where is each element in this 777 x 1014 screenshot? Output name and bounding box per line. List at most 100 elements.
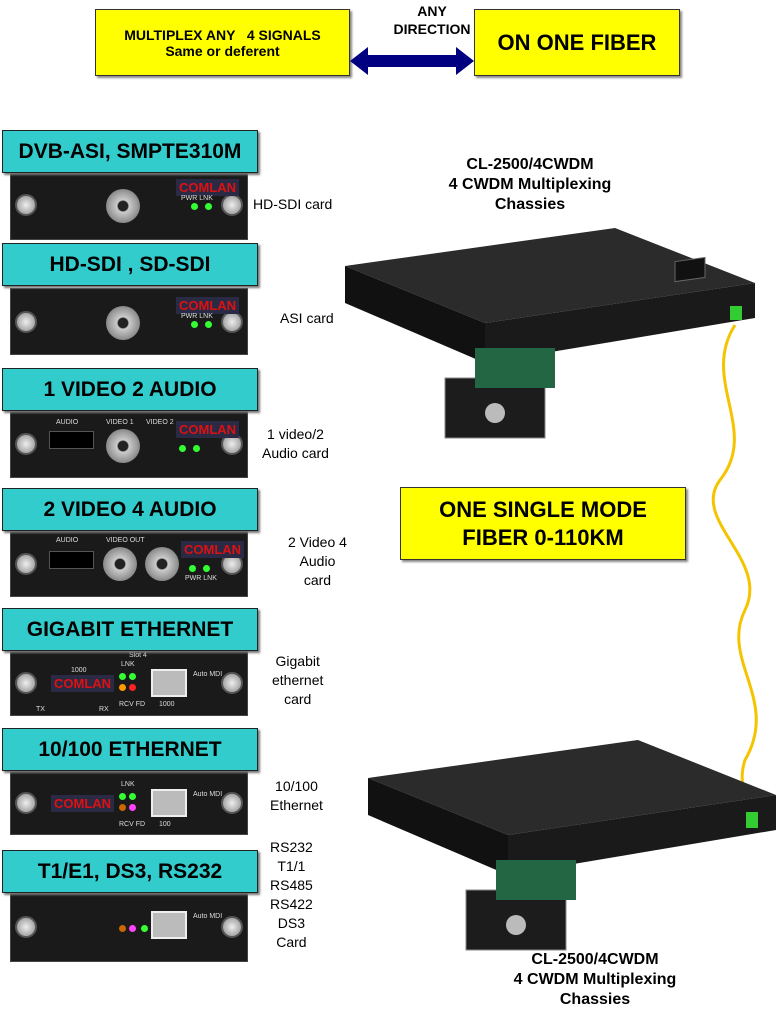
screw-icon bbox=[15, 194, 37, 216]
screw-icon bbox=[221, 194, 243, 216]
panel-label: 1000 bbox=[71, 667, 87, 674]
rj45-port-icon bbox=[151, 911, 187, 939]
led-icon bbox=[119, 684, 126, 691]
panel-label: RCV FD bbox=[119, 821, 146, 828]
panel-label: RCV FD bbox=[119, 701, 146, 708]
card-caption: HD-SDI card bbox=[253, 195, 332, 214]
caption-line: Gigabit bbox=[275, 653, 320, 669]
bnc-connector-icon bbox=[106, 305, 140, 340]
caption-line: HD-SDI card bbox=[253, 196, 333, 212]
panel-label: VIDEO OUT bbox=[106, 537, 145, 544]
led-icon bbox=[193, 445, 200, 452]
caption-line: DS3 bbox=[277, 915, 306, 931]
panel-label: Slot 4 bbox=[129, 652, 147, 659]
chassis-bottom-desc: 4 CWDM Multiplexing bbox=[513, 971, 677, 988]
led-icon bbox=[141, 925, 148, 932]
any-label: ANY bbox=[417, 3, 447, 19]
card-caption: ASI card bbox=[280, 309, 334, 328]
screw-icon bbox=[15, 310, 37, 333]
led-icon bbox=[189, 565, 196, 572]
bnc-connector-icon bbox=[106, 189, 140, 223]
panel-label: PWR LNK bbox=[181, 195, 213, 202]
led-icon bbox=[119, 925, 126, 932]
led-icon bbox=[205, 203, 212, 210]
screw-icon bbox=[15, 552, 37, 575]
card-header: GIGABIT ETHERNET bbox=[2, 608, 258, 651]
chassis-top-desc: 4 CWDM Multiplexing bbox=[448, 176, 612, 193]
led-icon bbox=[119, 673, 126, 680]
panel-label: TX bbox=[36, 706, 45, 713]
screw-icon bbox=[15, 916, 37, 938]
panel-label: Auto MDI bbox=[193, 671, 223, 678]
led-icon bbox=[119, 804, 126, 811]
comlan-logo: COMLAN bbox=[51, 795, 115, 812]
caption-line: RS422 bbox=[270, 896, 313, 912]
fiber-banner: ONE SINGLE MODE FIBER 0-110KM bbox=[400, 487, 686, 560]
panel-label: 100 bbox=[159, 821, 171, 828]
led-icon bbox=[129, 684, 136, 691]
card-caption: Gigabit ethernet card bbox=[272, 652, 323, 709]
card-header: T1/E1, DS3, RS232 bbox=[2, 850, 258, 893]
fiber-line1: ONE SINGLE MODE bbox=[439, 496, 647, 522]
led-icon bbox=[129, 925, 136, 932]
led-icon bbox=[119, 793, 126, 800]
panel-label: 1000 bbox=[159, 701, 175, 708]
led-icon bbox=[179, 445, 186, 452]
comlan-logo: COMLAN bbox=[176, 421, 240, 438]
panel-label: PWR LNK bbox=[181, 313, 213, 320]
multiplex-text: MULTIPLEX ANY 4 SIGNALS bbox=[124, 26, 321, 43]
screw-icon bbox=[15, 791, 37, 814]
panel-label: Auto MDI bbox=[193, 791, 223, 798]
screw-icon bbox=[221, 672, 243, 694]
comlan-logo: COMLAN bbox=[181, 541, 245, 558]
panel-label: VIDEO 1 bbox=[106, 419, 134, 426]
caption-line: T1/1 bbox=[277, 858, 306, 874]
panel-label: PWR LNK bbox=[185, 575, 217, 582]
caption-line: 10/100 bbox=[275, 778, 318, 794]
one-fiber-text: ON ONE FIBER bbox=[497, 29, 657, 55]
caption-line: Audio card bbox=[262, 445, 329, 461]
screw-icon bbox=[15, 433, 37, 455]
chassis-top-desc2: Chassies bbox=[494, 196, 566, 213]
chassis-bottom-model: CL-2500/4CWDM bbox=[531, 951, 659, 968]
caption-line: card bbox=[284, 691, 312, 707]
panel-label: Auto MDI bbox=[193, 913, 223, 920]
any-direction-label: ANY DIRECTION bbox=[372, 2, 492, 38]
panel-label: VIDEO 2 bbox=[146, 419, 174, 426]
panel-label: LNK bbox=[121, 661, 135, 668]
caption-line: 1 video/2 bbox=[267, 426, 324, 442]
panel-label: AUDIO bbox=[56, 419, 79, 426]
screw-icon bbox=[221, 791, 243, 814]
bnc-connector-icon bbox=[145, 547, 179, 581]
audio-terminal bbox=[49, 431, 94, 449]
led-icon bbox=[203, 565, 210, 572]
caption-line: Card bbox=[276, 934, 307, 950]
card-header: DVB-ASI, SMPTE310M bbox=[2, 130, 258, 173]
chassis-bottom-desc2: Chassies bbox=[559, 991, 631, 1008]
caption-line: Ethernet bbox=[270, 797, 323, 813]
chassis-top-image bbox=[345, 228, 755, 439]
card-header: 1 VIDEO 2 AUDIO bbox=[2, 368, 258, 411]
bnc-connector-icon bbox=[103, 547, 137, 581]
card-panel-image: Auto MDI bbox=[10, 892, 248, 962]
chassis-top-model: CL-2500/4CWDM bbox=[466, 156, 594, 173]
rj45-port-icon bbox=[151, 669, 187, 697]
multiplex-banner: MULTIPLEX ANY 4 SIGNALS Same or deferent bbox=[95, 9, 350, 76]
fiber-line2: FIBER 0-110KM bbox=[462, 524, 624, 550]
caption-line: ethernet bbox=[272, 672, 324, 688]
caption-line: Audio bbox=[299, 553, 336, 569]
card-header: HD-SDI , SD-SDI bbox=[2, 243, 258, 286]
card-header: 10/100 ETHERNET bbox=[2, 728, 258, 771]
one-fiber-banner: ON ONE FIBER bbox=[474, 9, 680, 76]
bnc-connector-icon bbox=[106, 429, 140, 463]
